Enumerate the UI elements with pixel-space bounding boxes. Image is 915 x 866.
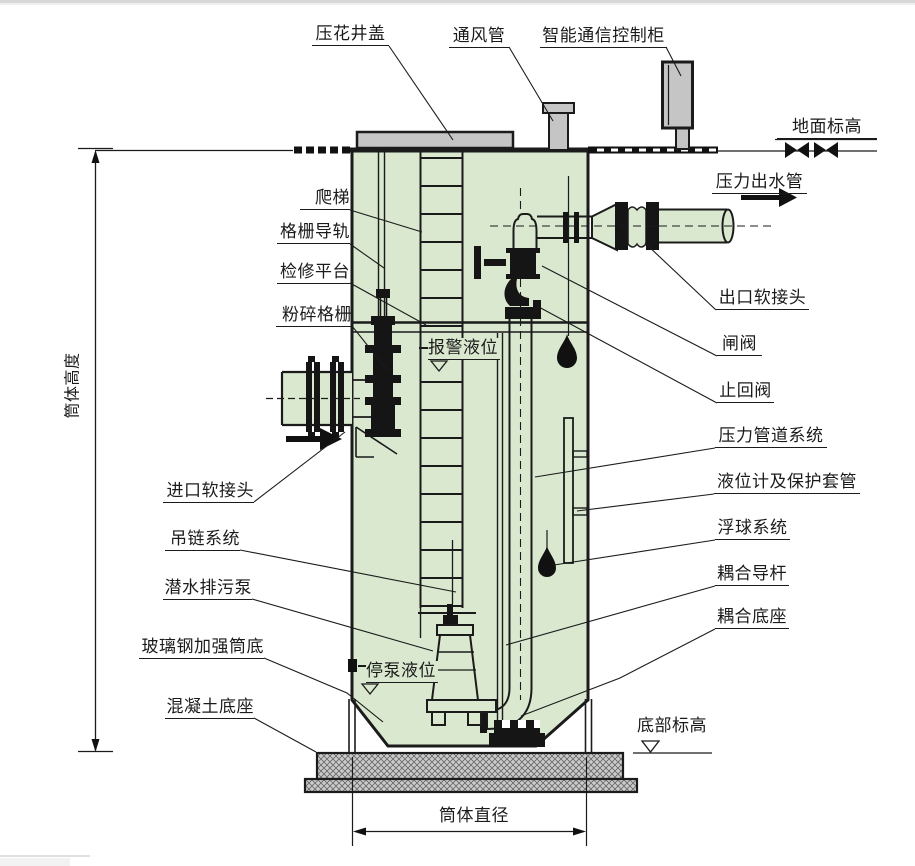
label-alarm-level: 报警液位 bbox=[428, 338, 500, 360]
height-dimension bbox=[78, 147, 113, 753]
label-check-valve: 止回阀 bbox=[717, 381, 774, 403]
float-drop-icon bbox=[538, 546, 556, 577]
label-pump-stop-level: 停泵液位 bbox=[366, 661, 438, 683]
label-submersible-sewage-pump: 潜水排污泵 bbox=[163, 578, 252, 600]
label-outlet-flexible-joint: 出口软接头 bbox=[716, 288, 809, 310]
label-screen-guide-rail: 格栅导轨 bbox=[277, 222, 350, 244]
ground-level-marker bbox=[775, 138, 877, 158]
label-gate-valve: 闸阀 bbox=[717, 334, 762, 356]
label-float-ball-system: 浮球系统 bbox=[715, 518, 790, 540]
label-control-cabinet: 智能通信控制柜 bbox=[540, 26, 667, 48]
alarm-level-marker bbox=[419, 347, 449, 373]
label-level-gauge-sleeve: 液位计及保护套管 bbox=[714, 472, 860, 494]
label-chain-hoist-system: 吊链系统 bbox=[165, 529, 240, 551]
diameter-dimension bbox=[351, 757, 588, 846]
label-coupling-guide-rod: 耦合导杆 bbox=[715, 564, 789, 586]
inlet-flexible-joint-flanges bbox=[306, 356, 344, 438]
coupling-guide-rod bbox=[496, 333, 504, 721]
concrete-base bbox=[303, 751, 639, 794]
ground-line bbox=[95, 146, 877, 154]
label-concrete-base: 混凝土底座 bbox=[165, 697, 254, 719]
outlet-assembly bbox=[490, 188, 797, 252]
coupling-base bbox=[489, 720, 545, 747]
top-edge-strip bbox=[0, 0, 915, 3]
label-manhole-cover: 压花井盖 bbox=[312, 24, 389, 46]
check-valve bbox=[504, 279, 541, 319]
float-drop-icon bbox=[557, 334, 577, 368]
label-service-platform: 检修平台 bbox=[277, 262, 350, 284]
vent-pipe bbox=[542, 102, 575, 151]
manhole-cover bbox=[355, 130, 515, 150]
outflow-arrow-icon bbox=[741, 188, 797, 207]
inlet-flow-arrow-icon bbox=[286, 428, 342, 450]
label-pressure-piping-system: 压力管道系统 bbox=[715, 426, 827, 448]
label-tank-diameter: 筒体直径 bbox=[439, 806, 509, 825]
leader-lines bbox=[239, 45, 718, 753]
stop-level-marker bbox=[348, 659, 380, 696]
label-grinder-screen: 粉碎格栅 bbox=[276, 305, 352, 327]
label-coupling-base: 耦合底座 bbox=[715, 607, 789, 629]
label-vent-pipe: 通风管 bbox=[449, 26, 509, 48]
screen-guide-rail bbox=[377, 151, 386, 330]
label-pressure-outlet-pipe: 压力出水管 bbox=[712, 172, 807, 194]
label-inlet-flexible-joint: 进口软接头 bbox=[163, 481, 254, 503]
bottom-level-marker bbox=[633, 740, 712, 754]
inlet-pipe bbox=[266, 356, 372, 450]
access-ladder bbox=[419, 151, 464, 608]
label-ground-level: 地面标高 bbox=[777, 117, 877, 139]
gate-valve bbox=[474, 246, 540, 279]
label-tank-height: 筒体高度 bbox=[64, 352, 82, 419]
bottom-left-artifact bbox=[0, 855, 90, 866]
control-cabinet bbox=[661, 60, 694, 150]
label-frp-reinforced-bottom: 玻璃钢加强筒底 bbox=[139, 637, 264, 659]
label-bottom-level: 底部标高 bbox=[637, 716, 707, 735]
float-ball-system bbox=[538, 176, 577, 577]
label-ladder: 爬梯 bbox=[300, 188, 350, 210]
